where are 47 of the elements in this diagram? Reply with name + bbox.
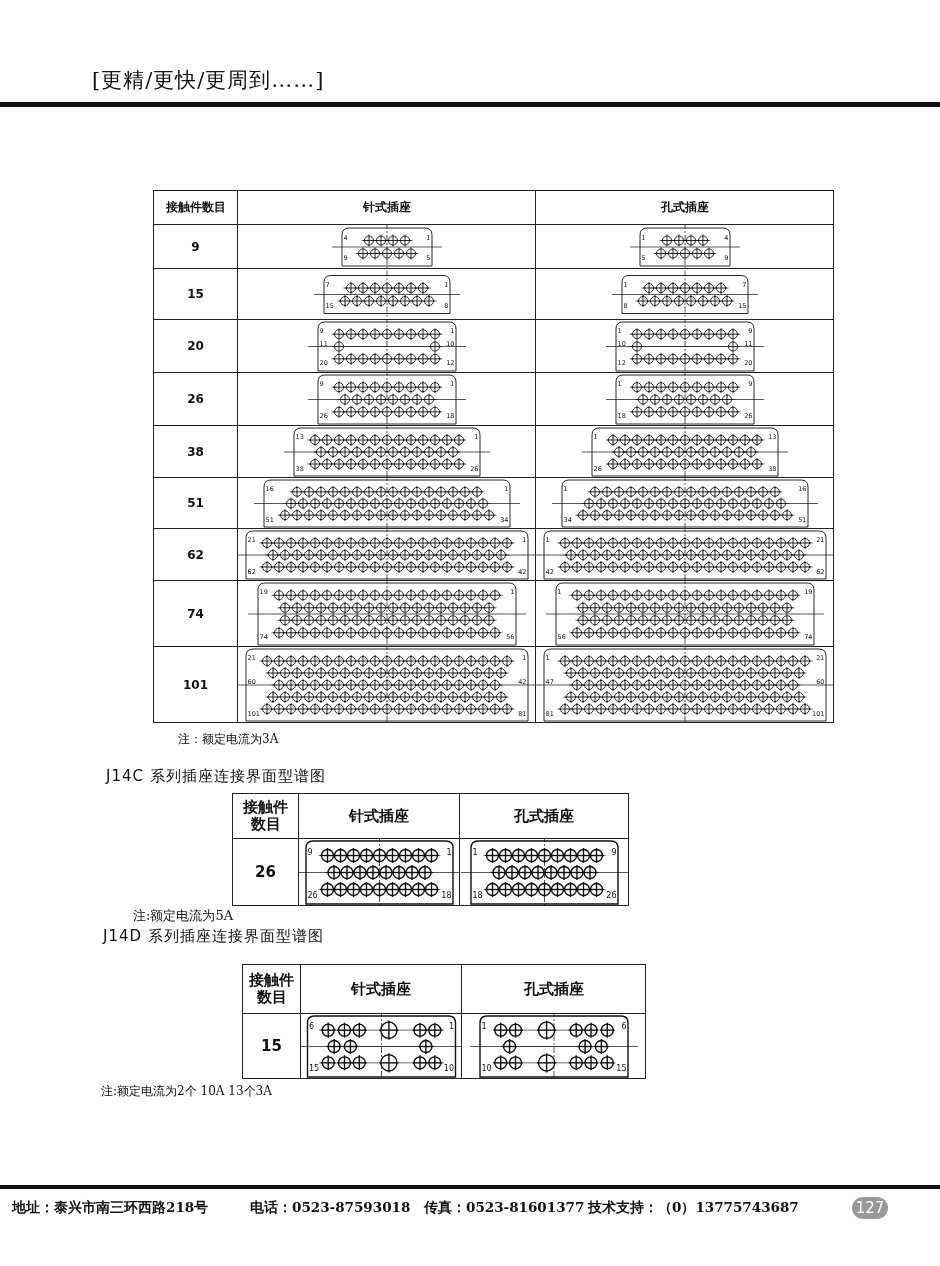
pin-number: 18	[441, 890, 452, 900]
footer-contact-text: 地址：泰兴市南三环西路218号	[12, 1199, 209, 1217]
pin-number: 1	[448, 1022, 454, 1032]
pin-number: 26	[307, 890, 318, 900]
slogan-text: [更精/更快/更周到……]	[92, 67, 325, 94]
contact-count: 62	[187, 547, 204, 562]
contact-count: 26	[187, 392, 204, 406]
contact-count: 26	[255, 863, 276, 881]
column-header: 孔式插座	[514, 806, 574, 826]
section-heading: J14D 系列插座连接界面型谱图	[103, 927, 324, 946]
column-header: 接触件数目	[165, 199, 226, 216]
section-heading: J14C 系列插座连接界面型谱图	[106, 767, 326, 786]
note-text: 注：额定电流为3A	[178, 731, 279, 748]
column-header: 接触件数目	[248, 971, 295, 1007]
footer-contact-text: 技术支持：（0）13775743687	[588, 1199, 799, 1217]
column-header: 接触件数目	[242, 798, 289, 834]
pin-number: 10	[481, 1063, 492, 1073]
page-number: 127	[852, 1197, 888, 1219]
footer-contact-text: 传真：0523-81601377	[424, 1199, 585, 1217]
contact-count: 15	[261, 1037, 282, 1055]
pin-number: 15	[309, 1063, 320, 1073]
column-header: 孔式插座	[660, 199, 709, 216]
note-text: 注:额定电流为5A	[133, 907, 234, 925]
footer-contact-text: 电话：0523-87593018	[250, 1199, 411, 1217]
pin-number: 9	[611, 847, 617, 857]
column-header: 针式插座	[351, 979, 411, 999]
pin-number: 1	[481, 1022, 487, 1032]
contact-count: 38	[187, 444, 204, 459]
note-text: 注:额定电流为2个 10A 13个3A	[101, 1083, 272, 1100]
contact-count: 15	[187, 287, 204, 301]
pin-number: 6	[309, 1022, 315, 1032]
contact-count: 20	[187, 339, 204, 353]
contact-count: 101	[182, 677, 209, 692]
column-header: 针式插座	[362, 199, 411, 216]
pin-number: 1	[472, 847, 478, 857]
pin-number: 18	[472, 890, 483, 900]
column-header: 针式插座	[349, 806, 409, 826]
contact-count: 74	[187, 606, 204, 621]
pin-number: 10	[443, 1063, 454, 1073]
pin-number: 15	[616, 1063, 627, 1073]
contact-count: 51	[187, 496, 204, 510]
column-header: 孔式插座	[523, 979, 584, 999]
pin-number: 26	[606, 890, 617, 900]
contact-count: 9	[191, 239, 200, 254]
pin-number: 9	[307, 847, 313, 857]
pin-number: 6	[621, 1022, 627, 1032]
pin-number: 1	[446, 847, 452, 857]
